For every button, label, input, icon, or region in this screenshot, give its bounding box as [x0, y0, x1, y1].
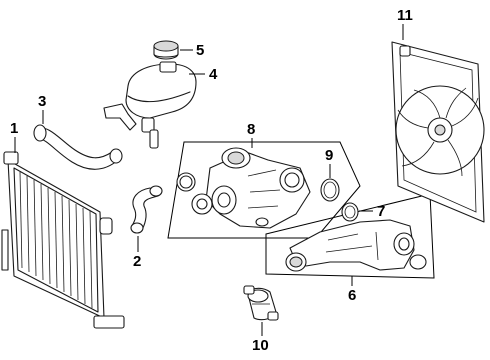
callout-7-label: 7 [377, 203, 385, 220]
upper-radiator-hose [33, 124, 123, 170]
callout-3-label: 3 [38, 93, 46, 110]
callout-4: 4 [189, 66, 218, 83]
callout-10: 10 [252, 322, 269, 354]
expansion-tank-cap [153, 40, 179, 60]
callout-6-label: 6 [348, 287, 356, 304]
callout-9-label: 9 [325, 147, 333, 164]
callout-9: 9 [325, 147, 333, 178]
thermostat-housing-assembly [265, 193, 435, 279]
water-pump-assembly [167, 141, 361, 239]
auxiliary-water-pump [243, 285, 279, 321]
callout-1: 1 [10, 120, 18, 153]
callout-2: 2 [133, 236, 141, 270]
callout-5: 5 [180, 42, 204, 59]
seal-ring [341, 202, 359, 222]
callout-1-label: 1 [10, 120, 18, 137]
o-ring [320, 178, 340, 202]
cooling-fan-assembly [391, 41, 485, 223]
callout-2-label: 2 [133, 253, 141, 270]
callout-8: 8 [247, 121, 255, 148]
callout-7: 7 [359, 203, 385, 220]
callout-4-label: 4 [209, 66, 218, 83]
lower-radiator-hose [130, 185, 163, 234]
callout-11-label: 11 [397, 7, 413, 24]
callout-11: 11 [397, 7, 413, 40]
callout-8-label: 8 [247, 121, 255, 138]
callout-6: 6 [348, 276, 356, 304]
callout-3: 3 [38, 93, 46, 124]
callout-10-label: 10 [252, 337, 269, 354]
radiator [1, 151, 125, 329]
expansion-tank [103, 61, 197, 149]
callout-5-label: 5 [196, 42, 204, 59]
